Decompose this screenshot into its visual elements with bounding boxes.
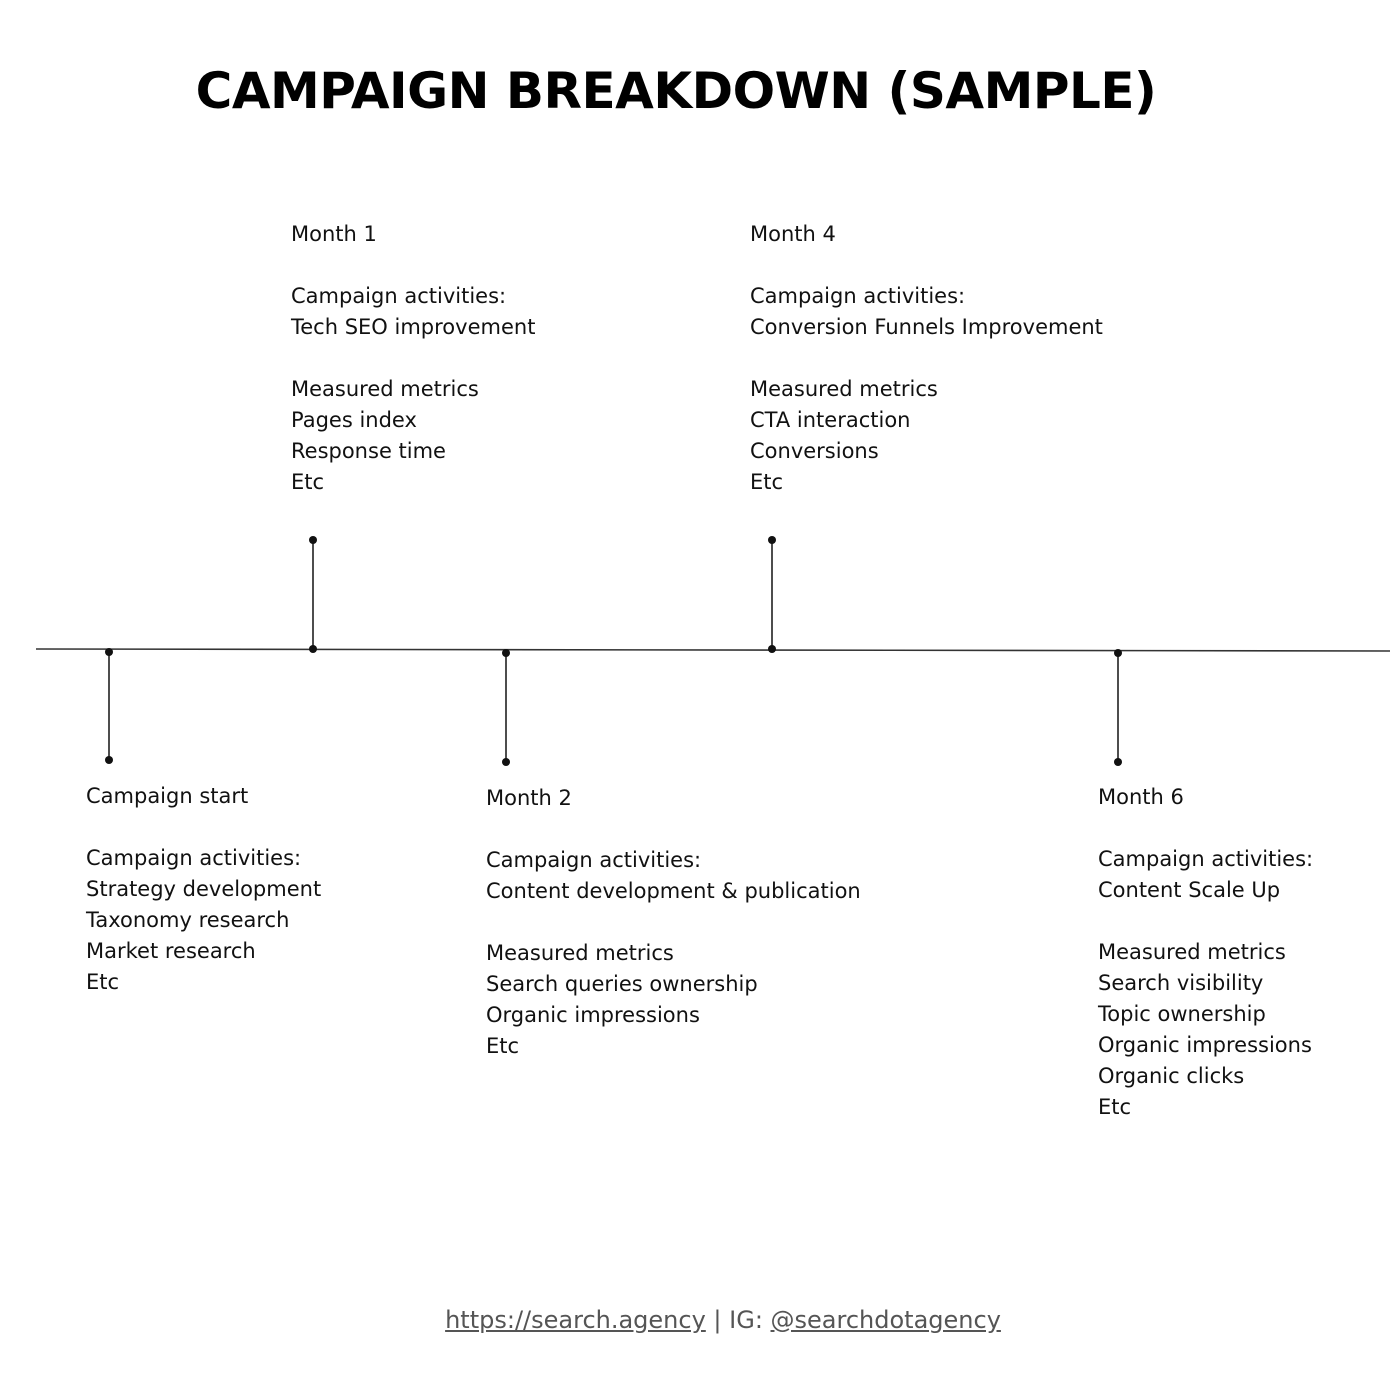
metric-item: Search queries ownership [486, 972, 758, 996]
connector-month-1 [309, 536, 317, 653]
milestone-title: Campaign start [86, 784, 249, 808]
metrics-label: Measured metrics [486, 941, 674, 965]
activities-group: Campaign activities: Tech SEO improvemen… [291, 281, 535, 343]
connector-dot-end [105, 756, 113, 764]
milestone-title: Month 6 [1098, 785, 1184, 809]
connector-month-2 [502, 649, 510, 766]
milestone-title: Month 1 [291, 222, 377, 246]
connector-month-6 [1114, 649, 1122, 766]
connector-dot-end [1114, 758, 1122, 766]
activity-item: Conversion Funnels Improvement [750, 315, 1103, 339]
metric-item: Topic ownership [1098, 1002, 1266, 1026]
metrics-group: Measured metrics CTA interaction Convers… [750, 374, 1103, 498]
metric-item: CTA interaction [750, 408, 911, 432]
activity-item: Etc [86, 970, 120, 994]
milestone-month-6: Month 6 Campaign activities: Content Sca… [1098, 782, 1313, 1123]
metric-item: Organic impressions [486, 1003, 700, 1027]
metrics-group: Measured metrics Search visibility Topic… [1098, 937, 1313, 1123]
activity-item: Taxonomy research [86, 908, 290, 932]
page-title: CAMPAIGN BREAKDOWN (SAMPLE) [195, 62, 1157, 120]
activities-label: Campaign activities: [486, 848, 702, 872]
activities-label: Campaign activities: [750, 284, 966, 308]
metric-item: Search visibility [1098, 971, 1264, 995]
milestone-month-4: Month 4 Campaign activities: Conversion … [750, 219, 1103, 498]
metric-item: Etc [291, 470, 325, 494]
milestone-campaign-start: Campaign start Campaign activities: Stra… [86, 781, 321, 998]
timeline-axis [35, 648, 1391, 652]
footer-separator: | IG: [705, 1306, 771, 1334]
footer: https://search.agency | IG: @searchdotag… [0, 1306, 1400, 1334]
metric-item: Etc [750, 470, 784, 494]
website-link[interactable]: https://search.agency [445, 1306, 706, 1334]
milestone-month-1: Month 1 Campaign activities: Tech SEO im… [291, 219, 535, 498]
connector-month-4 [768, 536, 776, 653]
connector-dot-top [105, 648, 113, 656]
milestone-title: Month 2 [486, 786, 572, 810]
activity-item: Strategy development [86, 877, 322, 901]
connector-dot-end [502, 758, 510, 766]
metrics-label: Measured metrics [291, 377, 479, 401]
metric-item: Organic impressions [1098, 1033, 1312, 1057]
connector-dot-end [309, 536, 317, 544]
metric-item: Etc [1098, 1095, 1132, 1119]
activities-label: Campaign activities: [1098, 847, 1314, 871]
activity-item: Tech SEO improvement [291, 315, 536, 339]
activities-label: Campaign activities: [291, 284, 507, 308]
activity-item: Content development & publication [486, 879, 861, 903]
instagram-link[interactable]: @searchdotagency [770, 1306, 1001, 1334]
connector-dot-top [1114, 649, 1122, 657]
activity-item: Content Scale Up [1098, 878, 1281, 902]
activities-group: Campaign activities: Strategy developmen… [86, 843, 321, 998]
connector-campaign-start [105, 648, 113, 764]
metric-item: Etc [486, 1034, 520, 1058]
metric-item: Pages index [291, 408, 417, 432]
activity-item: Market research [86, 939, 256, 963]
metrics-group: Measured metrics Search queries ownershi… [486, 938, 861, 1062]
connector-dot-top [502, 649, 510, 657]
metrics-label: Measured metrics [750, 377, 938, 401]
metrics-group: Measured metrics Pages index Response ti… [291, 374, 535, 498]
metrics-label: Measured metrics [1098, 940, 1286, 964]
milestone-month-2: Month 2 Campaign activities: Content dev… [486, 783, 861, 1062]
connector-dot-end [768, 536, 776, 544]
milestone-title: Month 4 [750, 222, 836, 246]
metric-item: Response time [291, 439, 446, 463]
connector-dot-axis [768, 645, 776, 653]
activities-group: Campaign activities: Content Scale Up [1098, 844, 1313, 906]
activities-label: Campaign activities: [86, 846, 302, 870]
activities-group: Campaign activities: Content development… [486, 845, 861, 907]
activities-group: Campaign activities: Conversion Funnels … [750, 281, 1103, 343]
metric-item: Organic clicks [1098, 1064, 1245, 1088]
connector-dot-axis [309, 645, 317, 653]
metric-item: Conversions [750, 439, 879, 463]
